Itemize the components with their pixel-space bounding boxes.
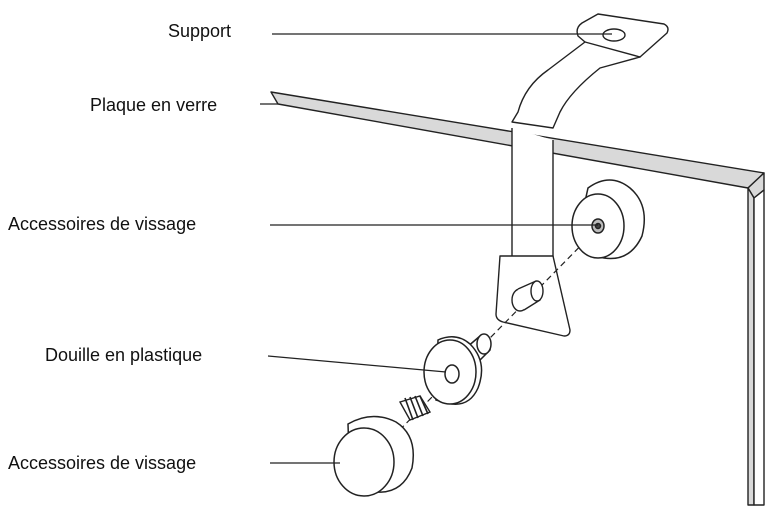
support-vertical-section bbox=[511, 128, 554, 259]
support-arm bbox=[511, 41, 641, 129]
glass-plate-side-face bbox=[747, 187, 755, 506]
label-screw-accessory-bottom: Accessoires de vissage bbox=[8, 453, 197, 473]
label-support: Support bbox=[168, 21, 232, 41]
support-top-hole bbox=[602, 28, 626, 42]
leader-lines bbox=[260, 33, 612, 464]
threaded-screw bbox=[398, 395, 432, 421]
glass-plate-side-edge bbox=[753, 189, 765, 506]
label-screw-accessory-top: Accessoires de vissage bbox=[8, 214, 197, 234]
leader-douille bbox=[267, 355, 447, 373]
screw-accessory-top bbox=[571, 179, 645, 260]
plastic-sleeve bbox=[423, 333, 492, 405]
label-plastic-sleeve: Douille en plastique bbox=[45, 345, 203, 365]
label-glass-plate: Plaque en verre bbox=[90, 95, 218, 115]
screw-accessory-bottom bbox=[333, 415, 414, 497]
bracket-pin bbox=[511, 280, 544, 312]
